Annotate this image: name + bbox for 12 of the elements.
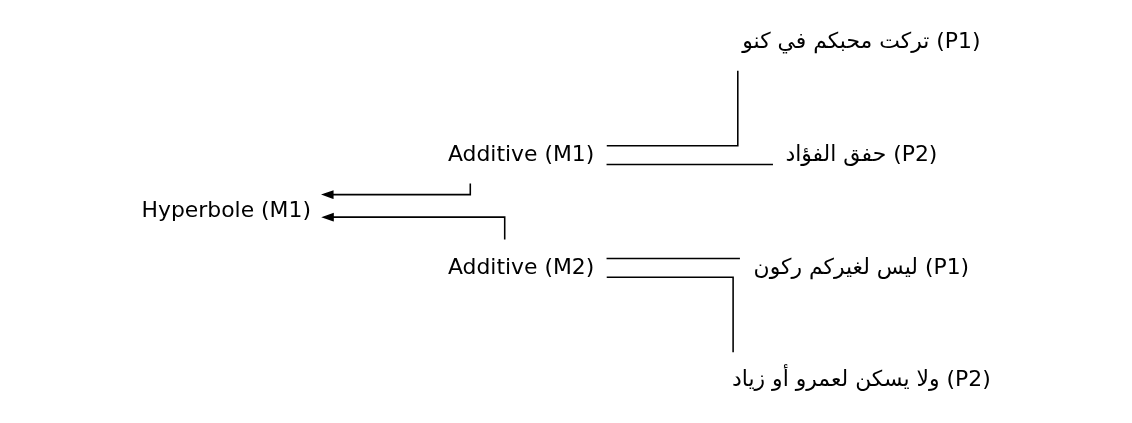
node-text: Additive (M2) [447, 253, 594, 279]
node-text: حفق الفؤاد (P2) [784, 140, 937, 166]
connector [605, 69, 739, 147]
arrow [320, 212, 505, 241]
node-text: Hyperbole (M1) [141, 197, 311, 223]
connector [605, 276, 734, 354]
connector [605, 257, 741, 260]
connector [605, 163, 774, 166]
node-text: ليس لغيركم ركون (P1) [753, 253, 969, 279]
node-text: تركت محبكم في كنو (P1) [741, 28, 981, 54]
node-text: ولا يسكن لعمرو أو زياد (P2) [731, 366, 991, 392]
node-text: Additive (M1) [447, 140, 594, 166]
